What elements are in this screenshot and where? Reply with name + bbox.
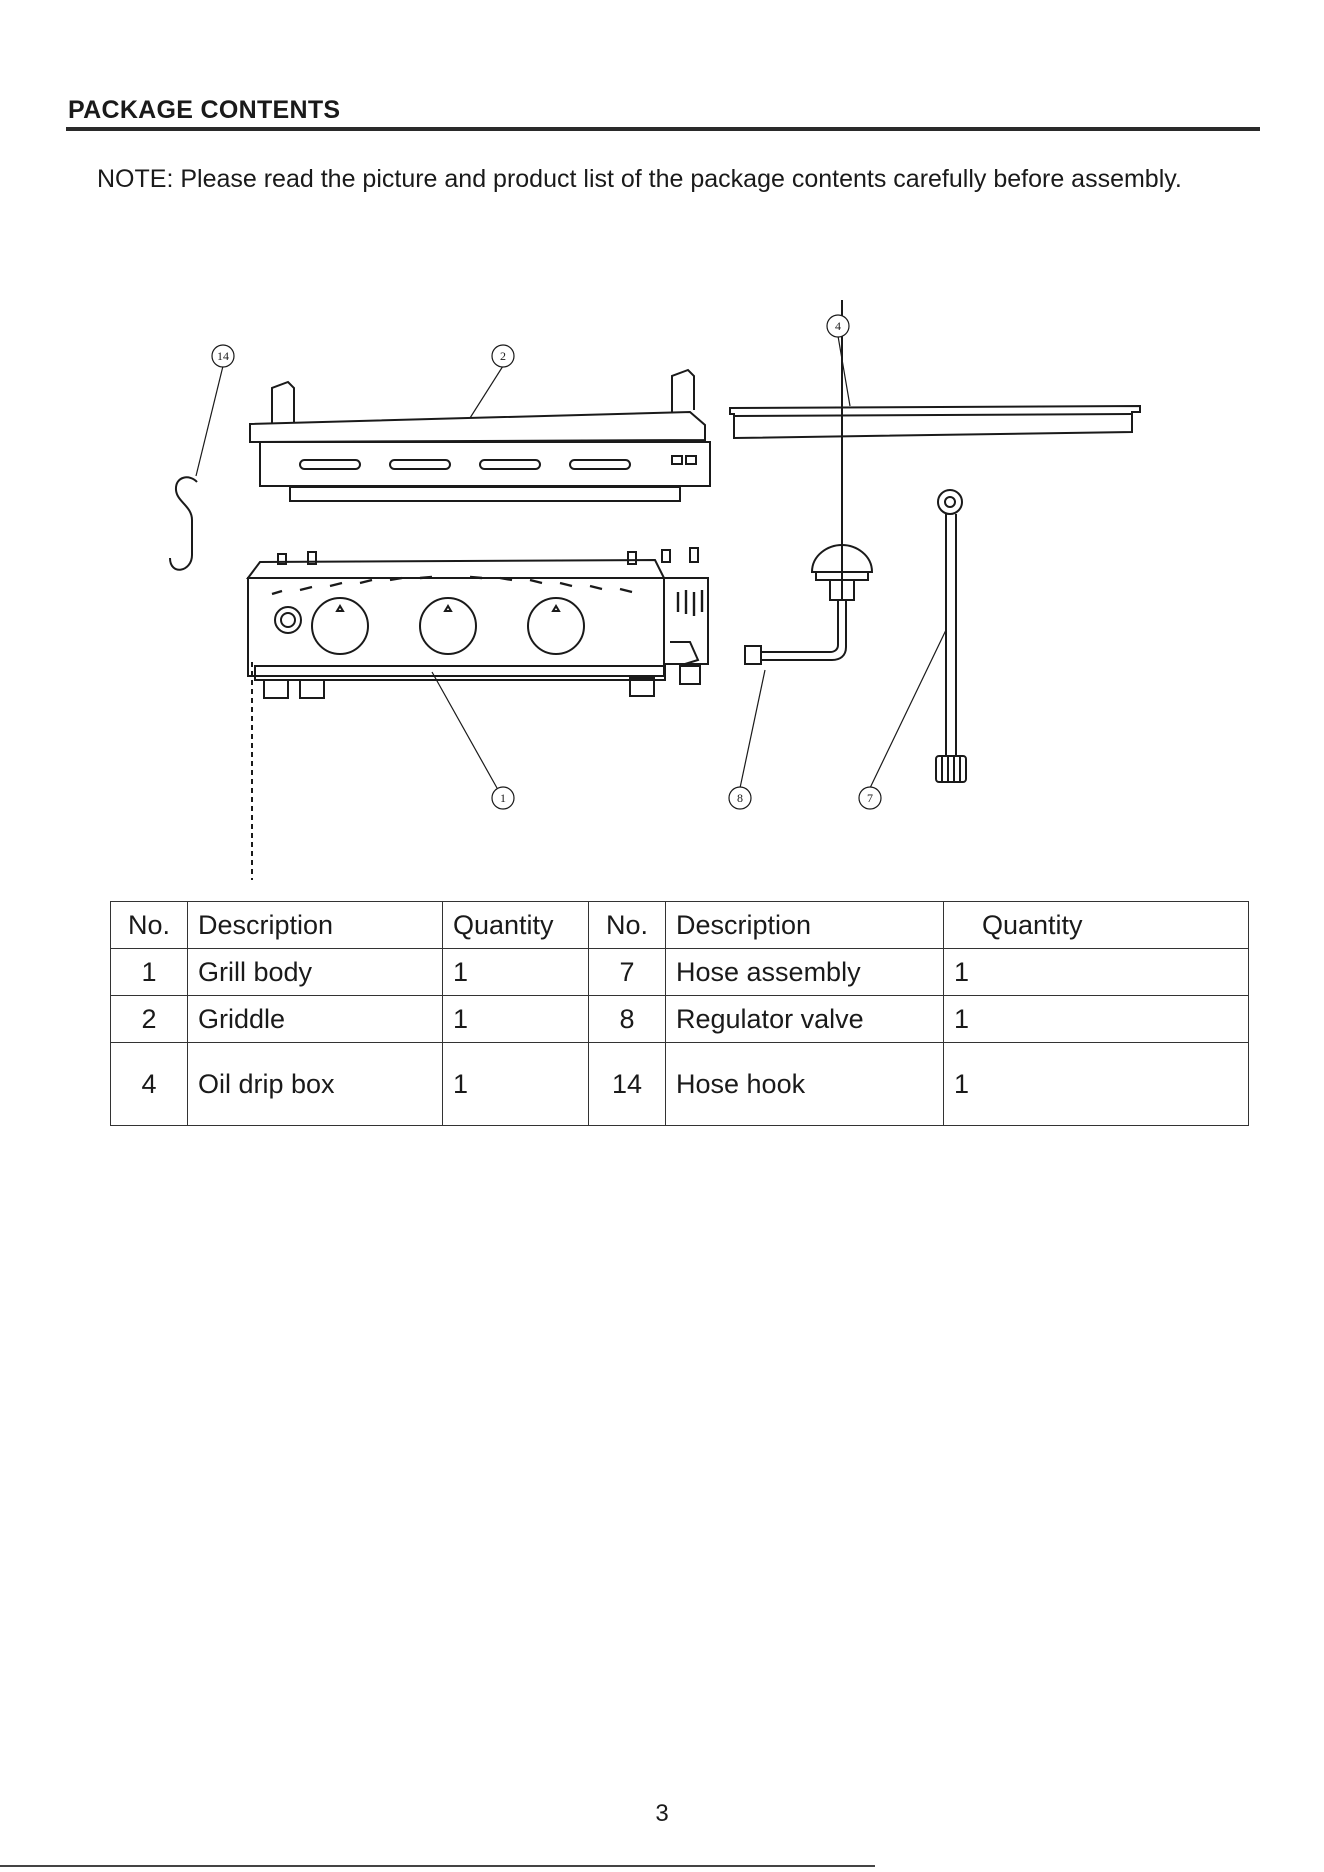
header-description: Description [188,902,443,949]
page-title: PACKAGE CONTENTS [68,96,340,125]
header-no: No. [111,902,188,949]
oil-drip-box-drawing [730,406,1140,438]
note: NOTE: Please read the picture and produc… [97,165,1182,194]
header-description: Description [666,902,944,949]
table-row: 4 Oil drip box 1 14 Hose hook 1 [111,1043,1249,1126]
part-number: 4 [111,1043,188,1126]
part-quantity: 1 [443,949,589,996]
part-description: Hose assembly [666,949,944,996]
part-description: Hose hook [666,1043,944,1126]
header-quantity: Quantity [443,902,589,949]
regulator-valve-drawing [745,300,872,664]
part-quantity: 1 [443,996,589,1043]
callout-8: 8 [737,791,743,805]
part-number: 14 [589,1043,666,1126]
griddle-drawing [250,370,710,501]
part-number: 7 [589,949,666,996]
footer-rule [0,1865,875,1867]
part-description: Grill body [188,949,443,996]
header-no: No. [589,902,666,949]
part-number: 8 [589,996,666,1043]
table-row: 2 Griddle 1 8 Regulator valve 1 [111,996,1249,1043]
header-quantity: Quantity [944,902,1249,949]
part-description: Griddle [188,996,443,1043]
part-description: Regulator valve [666,996,944,1043]
callout-7: 7 [867,791,873,805]
package-contents-table: No. Description Quantity No. Description… [110,901,1249,1126]
exploded-parts-diagram: 14 2 4 1 8 7 [0,300,1324,880]
callout-4: 4 [835,319,841,333]
note-label: NOTE [97,165,166,193]
table-header-row: No. Description Quantity No. Description… [111,902,1249,949]
part-number: 1 [111,949,188,996]
part-quantity: 1 [944,949,1249,996]
part-quantity: 1 [944,1043,1249,1126]
part-quantity: 1 [944,996,1249,1043]
grill-body-drawing [248,548,708,880]
callout-14: 14 [217,349,229,363]
part-description: Oil drip box [188,1043,443,1126]
part-quantity: 1 [443,1043,589,1126]
callout-2: 2 [500,349,506,363]
title-underline [66,127,1260,131]
table-row: 1 Grill body 1 7 Hose assembly 1 [111,949,1249,996]
hose-hook-drawing [170,477,197,569]
page-number: 3 [0,1800,1324,1828]
part-number: 2 [111,996,188,1043]
callout-1: 1 [500,791,506,805]
hose-assembly-drawing [936,490,966,782]
note-text: : Please read the picture and product li… [166,165,1181,193]
